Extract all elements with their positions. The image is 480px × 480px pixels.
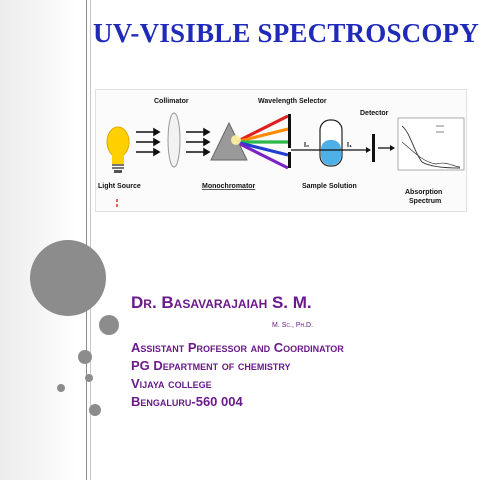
decor-circle-bottom <box>89 404 101 416</box>
divider-line <box>86 0 87 480</box>
wavelength-selector-slit <box>288 114 291 148</box>
collimator-label: Collimator <box>154 98 189 105</box>
decor-circle-small <box>78 350 92 364</box>
decor-circle-tiny <box>57 384 65 392</box>
sample-solution-label: Sample Solution <box>302 183 357 190</box>
i0-label: I₀ <box>304 142 309 149</box>
wavelength-selector-slit-lower <box>288 152 291 168</box>
decor-circle-medium <box>99 315 119 335</box>
decor-circle-large <box>30 240 106 316</box>
designation-line: Assistant Professor and Coordinator <box>131 340 344 355</box>
department-line: PG Department of chemistry <box>131 358 291 373</box>
beam-line <box>235 114 289 144</box>
detector-label: Detector <box>360 110 389 117</box>
decor-circle-mini <box>85 374 93 382</box>
lightbulb-icon <box>106 126 130 173</box>
detector-icon <box>372 134 375 162</box>
beam-line <box>235 140 289 157</box>
author-degree: M. Sc., Ph.D. <box>272 322 314 329</box>
slide-title: UV-VISIBLE SPECTROSCOPY <box>93 18 479 48</box>
college-line: Vijaya college <box>131 376 212 391</box>
beam-lines <box>235 114 289 170</box>
beam-line <box>235 127 289 144</box>
i1-label: I₁ <box>347 142 352 149</box>
uv-vis-diagram: I₀ I₁ Collimator Wavelength Selector Det… <box>95 89 467 212</box>
collimator-lens-icon <box>167 112 181 168</box>
monochromator-label: Monochromator <box>202 183 256 190</box>
collimated-arrows <box>186 127 211 157</box>
beam-line <box>235 140 289 170</box>
absorption-spectrum-plot <box>397 117 465 171</box>
address-line: Bengaluru-560 004 <box>131 394 243 409</box>
wavelength-selector-label: Wavelength Selector <box>258 98 327 105</box>
author-name: Dr. Basavarajaiah S. M. <box>131 293 312 312</box>
cuvette-icon <box>319 119 343 167</box>
divider-line-light <box>90 0 91 480</box>
light-source-label: Light Source <box>98 183 141 190</box>
incident-arrows <box>136 127 161 157</box>
